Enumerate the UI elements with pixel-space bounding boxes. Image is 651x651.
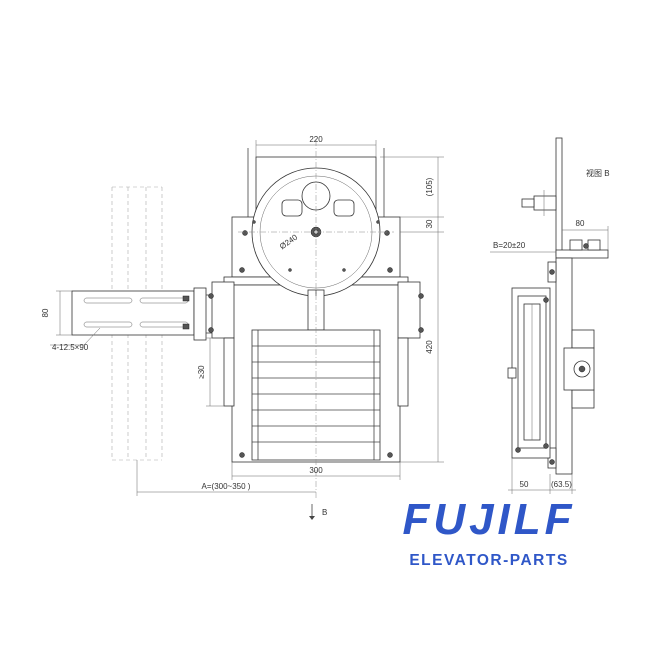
view-b-marker-label: B (322, 508, 327, 517)
side-view-title: 视图 B (586, 168, 610, 178)
dim-30-label: 30 (425, 219, 434, 228)
side-dim-80-label: 80 (576, 219, 585, 228)
dim-a: A=(300~350 ) (136, 460, 316, 496)
dim-height-420: 420 (400, 232, 444, 463)
dim-105-label: (105) (425, 177, 434, 196)
dim-slots-label: 4-12.5×90 (52, 343, 89, 352)
dim-top-width: 220 (255, 135, 377, 157)
dim-ge-30: ≥30 (197, 337, 224, 407)
dim-300-label: 300 (309, 466, 323, 475)
dim-80-label: 80 (41, 308, 50, 317)
dim-bracket-80: 80 (41, 290, 72, 336)
brand-logo: FUJILF (402, 495, 576, 544)
side-dim-b-label: B=20±20 (493, 241, 526, 250)
side-dim-50-label: 50 (520, 480, 529, 489)
slotted-bracket (71, 287, 214, 341)
bracket-bolts (182, 293, 424, 333)
view-b-marker: B (309, 504, 327, 520)
dim-bottom-width: 300 (231, 462, 401, 480)
dim-420-label: 420 (425, 340, 434, 354)
dim-top-width-label: 220 (309, 135, 323, 144)
brand-tagline: ELEVATOR-PARTS (409, 552, 569, 569)
dim-slots: 4-12.5×90 (50, 327, 101, 352)
side-dim-635-label: (63.5) (551, 480, 572, 489)
side-view: 视图 B 80 B=20±20 (490, 137, 610, 494)
dim-ge30-label: ≥30 (197, 365, 206, 379)
dim-a-label: A=(300~350 ) (202, 482, 251, 491)
dim-right-offsets: (105) 30 (380, 156, 444, 233)
